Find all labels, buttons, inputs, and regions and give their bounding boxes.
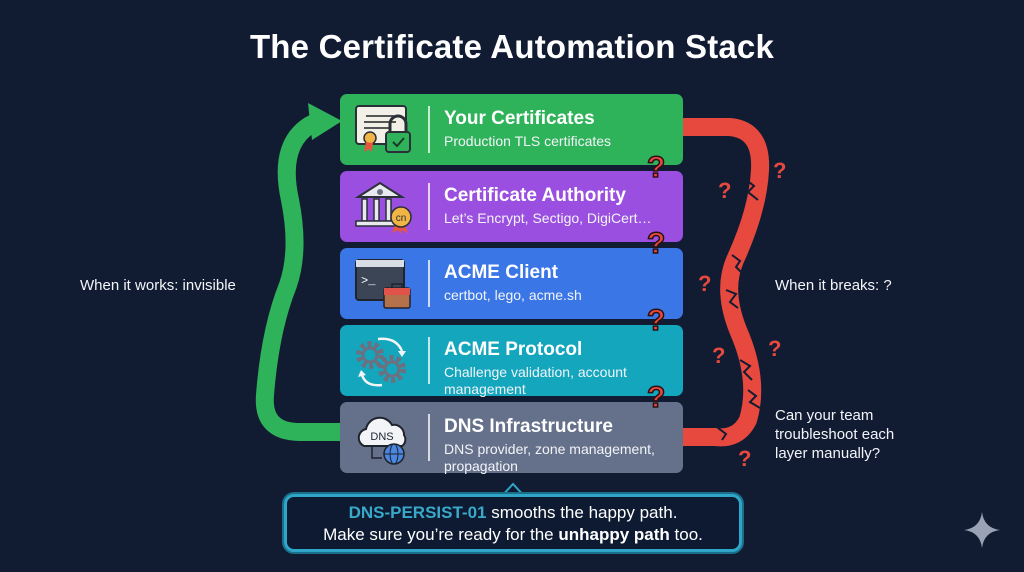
question-mark: ? bbox=[712, 343, 726, 368]
dns-cloud-globe-icon: DNS bbox=[352, 410, 418, 466]
callout-bold: unhappy path bbox=[558, 525, 670, 544]
layer-divider bbox=[428, 183, 430, 230]
question-mark: ? bbox=[738, 446, 752, 471]
callout-line-2: Make sure you’re ready for the unhappy p… bbox=[287, 524, 739, 546]
troubleshoot-question: Can your team troubleshoot each layer ma… bbox=[775, 407, 895, 462]
layer-name: DNS Infrastructure bbox=[444, 416, 613, 437]
callout-text: smooths the happy path. bbox=[486, 503, 678, 522]
layer-divider bbox=[428, 260, 430, 307]
question-mark: ? bbox=[768, 336, 782, 361]
page-title: The Certificate Automation Stack bbox=[249, 28, 775, 65]
layer-your-certificates: Your Certificates Production TLS certifi… bbox=[340, 94, 683, 165]
layer-name: Your Certificates bbox=[444, 108, 595, 129]
ca-seal-text: cn bbox=[396, 213, 407, 224]
terminal-prompt-text: >_ bbox=[361, 274, 376, 288]
layer-description: Let’s Encrypt, Sectigo, DigiCert… bbox=[444, 210, 652, 226]
layer-description: certbot, lego, acme.sh bbox=[444, 287, 582, 303]
question-mark: ? bbox=[646, 381, 666, 414]
layer-divider bbox=[428, 414, 430, 461]
certificate-lock-icon bbox=[352, 102, 418, 158]
happy-path-arrow bbox=[255, 112, 340, 441]
happy-path-label: When it works: invisible bbox=[80, 277, 236, 294]
callout-line-1: DNS-PERSIST-01 smooths the happy path. bbox=[287, 502, 739, 524]
layer-description: Production TLS certificates bbox=[444, 133, 612, 149]
layer-certificate-authority: cn Certificate Authority Let’s Encrypt, … bbox=[340, 171, 683, 242]
layer-description: DNS provider, zone management, propagati… bbox=[444, 441, 655, 474]
layer-divider bbox=[428, 106, 430, 153]
question-mark: ? bbox=[646, 227, 666, 260]
layer-name: ACME Protocol bbox=[444, 339, 583, 360]
unhappy-path-label: When it breaks: ? bbox=[775, 277, 892, 294]
callout-text: Make sure you’re ready for the bbox=[323, 525, 559, 544]
layer-name: ACME Client bbox=[444, 262, 558, 283]
layer-description: Challenge validation, account management bbox=[444, 364, 627, 397]
layer-name: Certificate Authority bbox=[444, 185, 626, 206]
callout-text: too. bbox=[669, 525, 703, 544]
gears-cycle-icon bbox=[352, 333, 418, 389]
unhappy-path-broken bbox=[683, 118, 770, 447]
question-mark: ? bbox=[773, 158, 787, 183]
question-mark: ? bbox=[646, 304, 666, 337]
callout-highlight: DNS-PERSIST-01 bbox=[348, 503, 487, 522]
layer-acme-protocol: ACME Protocol Challenge validation, acco… bbox=[340, 325, 683, 397]
sparkle-icon bbox=[964, 512, 1000, 548]
layer-divider bbox=[428, 337, 430, 384]
crack-marks bbox=[717, 177, 761, 441]
terminal-toolbox-icon: >_ bbox=[352, 256, 418, 312]
question-mark: ? bbox=[646, 151, 666, 184]
layer-dns-infrastructure: DNS DNS Infrastructure DNS provider, zon… bbox=[340, 402, 683, 474]
question-mark: ? bbox=[698, 271, 712, 296]
happy-path-arrowhead bbox=[308, 103, 342, 140]
bank-seal-icon: cn bbox=[352, 179, 418, 235]
callout-box: DNS-PERSIST-01 smooths the happy path. M… bbox=[284, 494, 742, 552]
question-mark: ? bbox=[718, 178, 732, 203]
layer-acme-client: >_ ACME Client certbot, lego, acme.sh bbox=[340, 248, 683, 319]
dns-cloud-text: DNS bbox=[370, 431, 393, 443]
